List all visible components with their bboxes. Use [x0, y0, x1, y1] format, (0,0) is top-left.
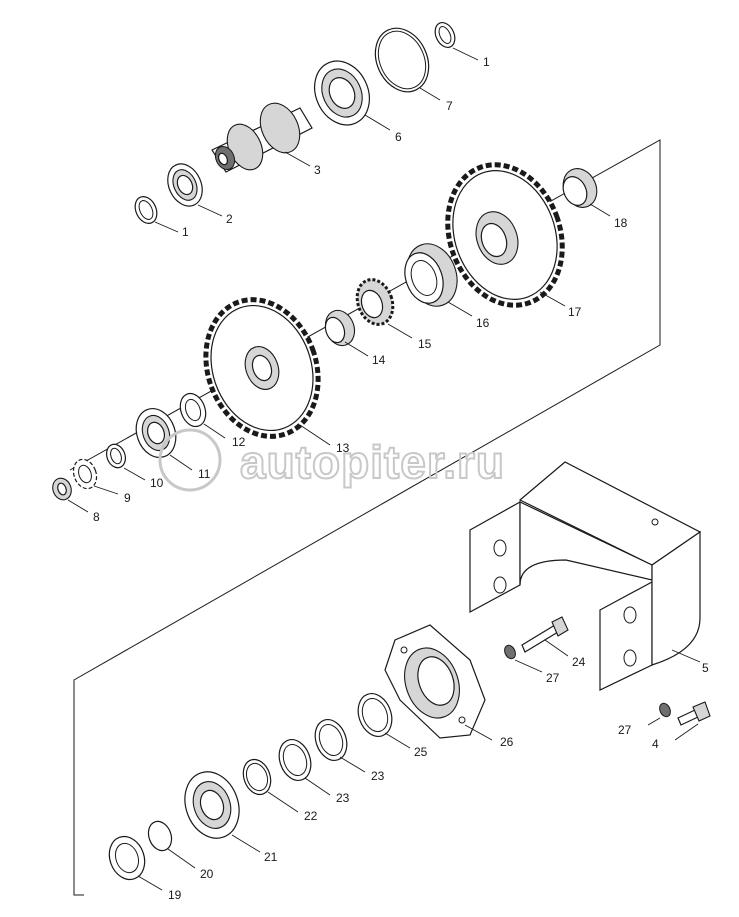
bearing-part-21 — [184, 771, 261, 853]
label-part-17: 17 — [568, 305, 582, 319]
gear-part-13 — [203, 297, 331, 446]
snap-ring-part-7 — [374, 27, 441, 101]
shim-part-23-front — [278, 739, 331, 796]
washer-part-12 — [179, 392, 226, 439]
circlip-part-20 — [147, 820, 196, 869]
label-part-16: 16 — [476, 316, 490, 330]
label-part-14: 14 — [372, 353, 386, 367]
gear-shaft-part-3 — [211, 102, 313, 173]
washer-part-19 — [108, 835, 163, 891]
label-part-9: 9 — [124, 491, 131, 505]
label-part-23-rear: 23 — [371, 769, 385, 783]
label-part-21: 21 — [264, 850, 278, 864]
label-part-11: 11 — [198, 467, 211, 481]
label-part-27-lower: 27 — [618, 723, 632, 737]
label-part-4: 4 — [652, 737, 659, 751]
circlip-part-1-top — [434, 22, 479, 61]
label-part-13: 13 — [336, 441, 350, 455]
label-part-27-upper: 27 — [546, 671, 560, 685]
label-part-24: 24 — [572, 655, 586, 669]
label-part-5: 5 — [702, 661, 709, 675]
bolt-part-24 — [521, 616, 569, 657]
bearing-part-2 — [167, 163, 223, 217]
label-part-1-top: 1 — [483, 55, 490, 69]
label-part-18: 18 — [614, 216, 628, 230]
watermark-text: autopiter.ru — [240, 436, 505, 488]
washer-part-10 — [105, 443, 146, 481]
label-part-23-front: 23 — [336, 791, 350, 805]
assembly-frame-upper — [69, 139, 661, 896]
label-part-12: 12 — [232, 435, 246, 449]
ring-part-22 — [242, 758, 299, 813]
label-part-10: 10 — [150, 476, 164, 490]
bearing-part-11 — [135, 408, 193, 471]
bearing-part-6 — [314, 60, 391, 131]
label-part-22: 22 — [304, 809, 318, 823]
nut-part-8 — [52, 477, 89, 513]
label-part-2: 2 — [226, 212, 233, 226]
lock-washer-part-27-lower — [647, 702, 671, 726]
label-part-1-left: 1 — [182, 225, 189, 239]
needle-bearing-part-14 — [324, 309, 369, 357]
circlip-part-1-left — [134, 196, 179, 233]
label-part-25: 25 — [414, 745, 428, 759]
part-number-labels: 1 7 6 3 2 1 18 17 16 15 14 13 12 11 10 9… — [93, 55, 709, 902]
gasket-part-25 — [357, 693, 411, 749]
bracket-part-5 — [469, 461, 702, 691]
label-part-15: 15 — [418, 337, 432, 351]
tab-washer-part-9 — [72, 458, 119, 495]
bolt-part-4 — [674, 701, 711, 741]
label-part-26: 26 — [500, 735, 514, 749]
shim-part-23-rear — [314, 719, 366, 773]
label-part-20: 20 — [200, 867, 214, 881]
watermark: autopiter.ru — [158, 428, 505, 492]
flange-housing-part-26 — [384, 624, 493, 741]
label-part-8: 8 — [93, 510, 100, 524]
lock-washer-part-27-upper — [504, 644, 543, 673]
gear-part-17 — [445, 162, 566, 308]
label-part-19: 19 — [168, 888, 182, 902]
label-part-6: 6 — [395, 130, 402, 144]
hub-part-15 — [355, 278, 413, 339]
sleeve-part-16 — [404, 243, 473, 317]
label-part-3: 3 — [314, 163, 321, 177]
label-part-7: 7 — [446, 99, 453, 113]
needle-bearing-part-18 — [562, 168, 611, 217]
